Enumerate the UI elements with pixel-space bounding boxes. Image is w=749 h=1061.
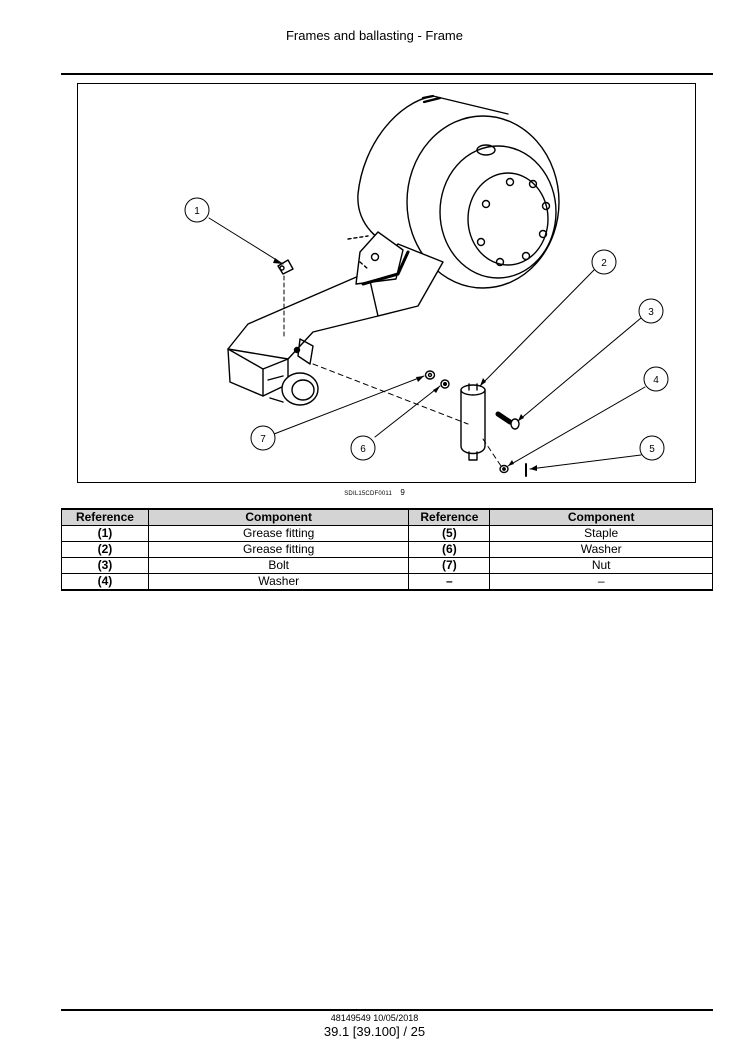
reference-cell: (7) bbox=[408, 557, 491, 574]
component-cell: Staple bbox=[489, 525, 713, 542]
footer-page-reference: 39.1 [39.100] / 25 bbox=[323, 1024, 426, 1039]
washer-4 bbox=[499, 464, 509, 474]
callout-circle-6 bbox=[350, 435, 376, 461]
callout-circle-5 bbox=[639, 435, 665, 461]
component-cell: Grease fitting bbox=[147, 541, 410, 558]
footer-divider bbox=[61, 1009, 713, 1011]
figure-number: 9 bbox=[400, 488, 405, 497]
callout-circle-1 bbox=[184, 197, 210, 223]
component-cell: Nut bbox=[489, 557, 713, 574]
reference-cell: (2) bbox=[61, 541, 149, 558]
column-header: Component bbox=[489, 508, 713, 526]
reference-cell: (1) bbox=[61, 525, 149, 542]
reference-cell: (6) bbox=[408, 541, 491, 558]
figure-image-code: SDIL15CDF0011 bbox=[344, 491, 393, 497]
grease-fitting-1 bbox=[277, 259, 294, 340]
component-cell: – bbox=[489, 573, 713, 591]
footer-document-reference: 48149549 10/05/2018 bbox=[330, 1013, 419, 1023]
callout-label-4: 4 bbox=[653, 375, 659, 386]
reference-cell: (3) bbox=[61, 557, 149, 574]
table-row: (3) Bolt (7) Nut bbox=[61, 557, 713, 574]
callout-circle-7 bbox=[250, 425, 276, 451]
washer-6 bbox=[440, 379, 450, 389]
bolt-3 bbox=[495, 411, 520, 430]
callout-label-1: 1 bbox=[194, 206, 200, 217]
frame-arm bbox=[227, 231, 444, 406]
leader-arrowheads bbox=[273, 258, 537, 471]
callout-circle-4 bbox=[643, 366, 669, 392]
callout-label-3: 3 bbox=[648, 307, 654, 318]
component-cell: Washer bbox=[147, 573, 410, 591]
page-title: Frames and ballasting - Frame bbox=[285, 28, 463, 43]
callout-label-7: 7 bbox=[260, 434, 266, 445]
parts-table: Reference Component Reference Component … bbox=[61, 508, 713, 591]
column-header: Component bbox=[147, 508, 410, 526]
component-cell: Bolt bbox=[147, 557, 410, 574]
pivot-pin bbox=[312, 363, 504, 470]
callout-circles bbox=[184, 197, 669, 461]
exploded-view-figure: 1 2 3 4 5 6 7 bbox=[77, 83, 696, 483]
header-divider bbox=[61, 73, 713, 75]
callout-circle-3 bbox=[638, 298, 664, 324]
column-header: Reference bbox=[408, 508, 491, 526]
column-header: Reference bbox=[61, 508, 149, 526]
callout-label-5: 5 bbox=[649, 444, 655, 455]
callout-label-2: 2 bbox=[601, 258, 607, 269]
table-row: (1) Grease fitting (5) Staple bbox=[61, 525, 713, 542]
frame-pivot-drawing: 1 2 3 4 5 6 7 bbox=[184, 94, 669, 477]
cylinder-housing bbox=[357, 94, 560, 289]
table-row: (4) Washer – – bbox=[61, 573, 713, 591]
callout-label-6: 6 bbox=[360, 444, 366, 455]
figure-caption: SDIL15CDF0011 9 bbox=[0, 488, 749, 497]
leader-lines bbox=[208, 217, 646, 470]
reference-cell: (5) bbox=[408, 525, 491, 542]
callout-circle-2 bbox=[591, 249, 617, 275]
table-header-row: Reference Component Reference Component bbox=[61, 508, 713, 526]
nut-7 bbox=[424, 370, 436, 380]
reference-cell: – bbox=[408, 573, 491, 591]
reference-cell: (4) bbox=[61, 573, 149, 591]
table-row: (2) Grease fitting (6) Washer bbox=[61, 541, 713, 558]
component-cell: Grease fitting bbox=[147, 525, 410, 542]
component-cell: Washer bbox=[489, 541, 713, 558]
